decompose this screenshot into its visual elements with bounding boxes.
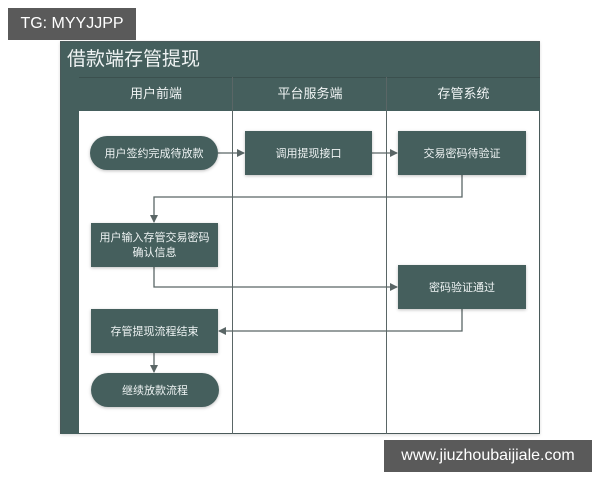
lane-divider bbox=[232, 77, 233, 434]
node-call-withdraw-api: 调用提现接口 bbox=[245, 131, 372, 175]
node-line-2: 确认信息 bbox=[132, 246, 177, 259]
lane-header-platform-server: 平台服务端 bbox=[233, 77, 387, 111]
diagram-title: 借款端存管提现 bbox=[61, 42, 539, 77]
lane-divider bbox=[386, 77, 387, 434]
node-continue-loan-flow: 继续放款流程 bbox=[91, 373, 219, 407]
watermark-top: TG: MYYJJPP bbox=[8, 8, 136, 40]
node-withdraw-flow-end: 存管提现流程结束 bbox=[91, 309, 218, 353]
node-user-enter-password: 用户输入存管交易密码 确认信息 bbox=[91, 223, 218, 267]
left-strip bbox=[61, 77, 79, 434]
node-password-pending-verify: 交易密码待验证 bbox=[398, 131, 526, 175]
lane-header-custody-system: 存管系统 bbox=[387, 77, 540, 111]
node-password-verified: 密码验证通过 bbox=[398, 265, 526, 309]
node-user-signed-pending-loan: 用户签约完成待放款 bbox=[90, 136, 218, 170]
node-line-1: 用户输入存管交易密码 bbox=[99, 231, 210, 244]
watermark-bottom: www.jiuzhoubaijiale.com bbox=[384, 440, 592, 472]
lane-header-user-frontend: 用户前端 bbox=[79, 77, 233, 111]
